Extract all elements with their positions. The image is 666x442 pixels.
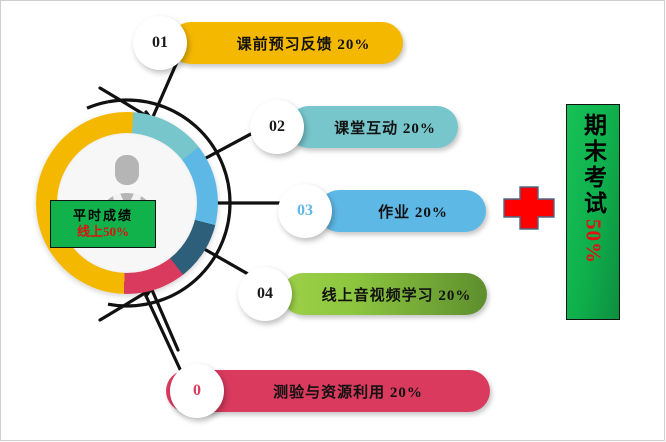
item-number-2: 02 <box>269 118 285 135</box>
item-pill-3[interactable]: 作业 20% <box>318 190 486 232</box>
item-label-1: 课前预习反馈 20% <box>236 36 371 53</box>
item-pill-1[interactable]: 课前预习反馈 20% <box>170 22 403 64</box>
center-label-line1: 平时成绩 <box>72 207 133 223</box>
item-number-4: 04 <box>257 285 273 302</box>
item-label-2: 课堂互动 20% <box>334 120 436 137</box>
item-number-1: 01 <box>152 34 168 51</box>
item-row-1: 课前预习反馈 20% 01 <box>133 16 403 70</box>
item-pill-4[interactable]: 线上音视频学习 20% <box>282 273 487 315</box>
item-row-4: 线上音视频学习 20% 04 <box>238 267 487 321</box>
item-badge-2[interactable]: 02 <box>250 100 304 154</box>
item-row-5: 测验与资源利用 20% 0 <box>166 364 490 418</box>
item-badge-4[interactable]: 04 <box>238 267 292 321</box>
item-badge-1[interactable]: 01 <box>133 16 187 70</box>
item-badge-5[interactable]: 0 <box>170 364 224 418</box>
item-row-2: 课堂互动 20% 02 <box>250 100 458 154</box>
center-label-box: 平时成绩 线上50% <box>50 200 156 248</box>
final-exam-banner: 期末考试 50% <box>566 104 620 320</box>
item-label-3: 作业 20% <box>378 204 448 221</box>
center-label-line2: 线上50% <box>76 224 129 239</box>
item-label-4: 线上音视频学习 20% <box>321 287 472 304</box>
item-number-3: 03 <box>297 202 313 219</box>
final-exam-percent: 50% <box>581 219 606 264</box>
item-pill-2[interactable]: 课堂互动 20% <box>288 106 458 148</box>
item-number-5: 0 <box>193 382 201 399</box>
item-row-3: 作业 20% 03 <box>278 184 486 238</box>
item-badge-3[interactable]: 03 <box>278 184 332 238</box>
item-label-5: 测验与资源利用 20% <box>273 384 423 401</box>
red-plus-shape <box>503 186 555 230</box>
final-exam-text: 期末考试 <box>580 113 606 217</box>
